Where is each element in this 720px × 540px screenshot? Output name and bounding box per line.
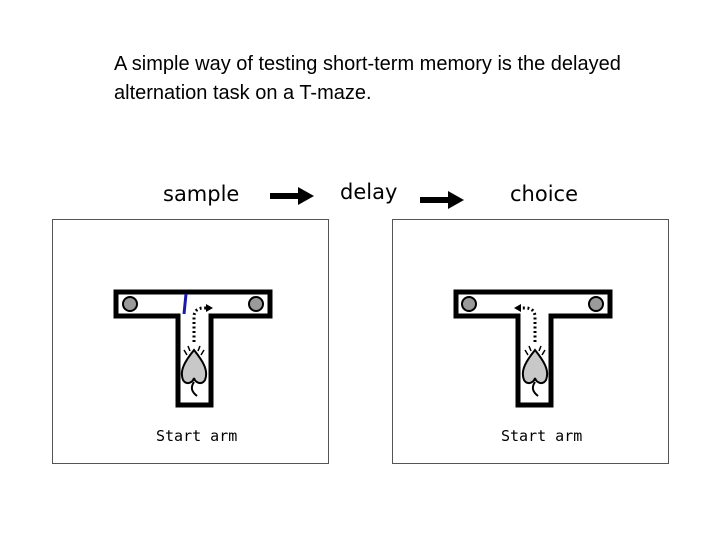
step-label-sample: sample [163, 182, 239, 206]
arrow-right-icon [420, 191, 464, 209]
arrow-right-icon [270, 187, 314, 205]
food-well-icon [589, 297, 603, 311]
step-label-delay: delay [340, 180, 397, 204]
caption-text: A simple way of testing short-term memor… [114, 50, 634, 108]
food-well-icon [462, 297, 476, 311]
t-maze-outline [116, 292, 270, 405]
food-well-icon [249, 297, 263, 311]
food-well-icon [123, 297, 137, 311]
maze-panel-choice: Start arm [392, 219, 669, 464]
step-label-choice: choice [510, 182, 578, 206]
door-icon [184, 294, 186, 314]
maze-panel-sample: Start arm [52, 219, 329, 464]
start-arm-label: Start arm [501, 427, 582, 445]
start-arm-label: Start arm [156, 427, 237, 445]
